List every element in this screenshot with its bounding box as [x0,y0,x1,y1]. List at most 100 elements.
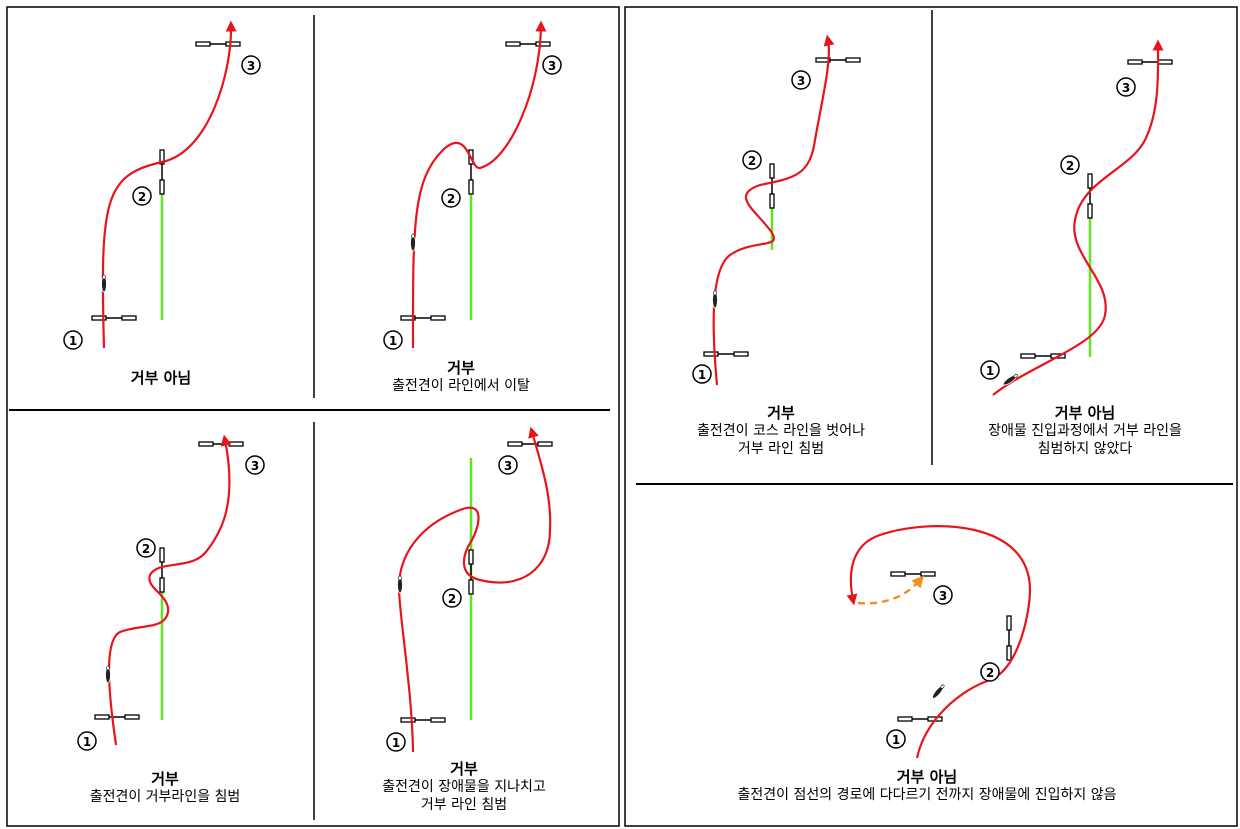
panel-e-diagram: 1 2 3 [692,34,861,386]
panel-c-caption: 거부 출전견이 거부라인을 침범 [90,770,241,806]
jump-obstacle-2 [159,547,165,593]
jump-obstacle-2 [1006,615,1012,661]
dog-path [846,525,1032,759]
svg-text:3: 3 [1122,81,1130,95]
panel-b-diagram: 1 2 3 [383,20,562,350]
jump-obstacle-1 [94,714,140,720]
jump-obstacle-3 [815,57,861,63]
panel-g-caption: 거부 아님 출전견이 점선의 경로에 다다르기 전까지 장애물에 진입하지 않음 [738,768,1117,804]
marker-3: 3 [241,55,261,75]
marker-3: 3 [933,585,953,605]
jump-obstacle-1 [400,315,446,321]
panel-g-diagram: 1 2 3 [846,525,1032,759]
marker-3: 3 [498,455,518,475]
svg-text:1: 1 [892,733,900,747]
dog-path [107,434,232,746]
svg-text:1: 1 [389,334,397,348]
marker-1: 1 [980,360,1000,380]
svg-text:2: 2 [748,154,756,168]
svg-text:2: 2 [142,542,150,556]
marker-1: 1 [77,731,97,751]
marker-3: 3 [791,70,811,90]
jump-obstacle-2 [159,149,165,195]
panel-c-title: 거부 [151,770,179,788]
jump-obstacle-3 [507,441,553,447]
jump-obstacle-3 [890,571,936,577]
marker-1: 1 [383,330,403,350]
jump-obstacle-3 [195,41,241,47]
svg-text:3: 3 [251,459,259,473]
svg-text:2: 2 [448,592,456,606]
panel-c-diagram: 1 2 3 [77,434,265,751]
panel-g-line-1: 출전견이 점선의 경로에 다다르기 전까지 장애물에 진입하지 않음 [737,787,1117,803]
panel-d-line-1: 출전견이 장애물을 지나치고 [382,779,546,795]
panel-f-title: 거부 아님 [1054,404,1116,422]
svg-text:2: 2 [1066,159,1074,173]
jump-obstacle-2 [769,163,775,209]
svg-text:1: 1 [986,364,994,378]
panel-a-title: 거부 아님 [130,369,192,387]
panel-a-caption: 거부 아님 [131,369,191,387]
frame-right [624,6,1238,827]
panel-d-line-2: 거부 라인 침범 [420,797,508,813]
dog-marker [712,290,718,309]
marker-2: 2 [441,188,461,208]
marker-1: 1 [886,729,906,749]
marker-2: 2 [1060,155,1080,175]
svg-text:3: 3 [797,74,805,88]
marker-3: 3 [542,55,562,75]
jump-obstacle-2 [1087,173,1093,219]
panel-e-title: 거부 [767,404,795,422]
marker-3: 3 [1116,77,1136,97]
marker-1: 1 [386,732,406,752]
dog-path [712,34,835,386]
marker-2: 2 [136,538,156,558]
svg-text:2: 2 [447,192,455,206]
svg-text:1: 1 [83,735,91,749]
panel-e-line-2: 거부 라인 침범 [737,441,825,457]
panel-f-line-2: 침범하지 않았다 [1037,441,1133,457]
marker-2: 2 [742,150,762,170]
marker-2: 2 [442,588,462,608]
svg-text:3: 3 [504,459,512,473]
dog-marker [105,665,111,684]
svg-text:1: 1 [69,334,77,348]
jump-obstacle-1 [703,351,749,357]
dashed-path [857,575,924,605]
jump-obstacle-1 [91,315,137,321]
svg-text:1: 1 [392,736,400,750]
panel-f-line-1: 장애물 진입과정에서 거부 라인을 [988,423,1182,439]
svg-text:2: 2 [986,666,994,680]
panel-b-line-1: 출전견이 라인에서 이탈 [392,378,530,394]
svg-text:3: 3 [939,589,947,603]
panel-f-diagram: 1 2 3 [980,39,1173,396]
jump-obstacle-1 [400,717,446,723]
jump-obstacle-3 [505,41,551,47]
dog-marker [101,274,107,293]
panel-e-caption: 거부 출전견이 코스 라인을 벗어나 거부 라인 침범 [697,404,865,458]
dog-path [101,20,237,349]
marker-3: 3 [245,455,265,475]
marker-1: 1 [692,364,712,384]
jump-obstacle-2 [468,549,474,595]
dog-path [411,20,547,349]
svg-text:2: 2 [138,190,146,204]
svg-text:1: 1 [698,368,706,382]
panel-d-caption: 거부 출전견이 장애물을 지나치고 거부 라인 침범 [382,760,545,814]
panel-g-title: 거부 아님 [896,768,958,786]
panel-b-title: 거부 [447,359,475,377]
panel-d-title: 거부 [450,760,478,778]
panel-f-caption: 거부 아님 장애물 진입과정에서 거부 라인을 침범하지 않았다 [988,404,1182,458]
dog-path [397,426,552,753]
marker-2: 2 [132,186,152,206]
panel-d-diagram: 1 2 3 [386,426,553,753]
dog-path [992,39,1164,396]
panel-e-line-1: 출전견이 코스 라인을 벗어나 [697,423,865,439]
svg-text:3: 3 [247,59,255,73]
frame-left [6,6,620,827]
jump-obstacle-3 [198,441,244,447]
svg-text:3: 3 [548,59,556,73]
dog-marker [930,683,947,701]
panel-c-line-1: 출전견이 거부라인을 침범 [89,789,241,805]
